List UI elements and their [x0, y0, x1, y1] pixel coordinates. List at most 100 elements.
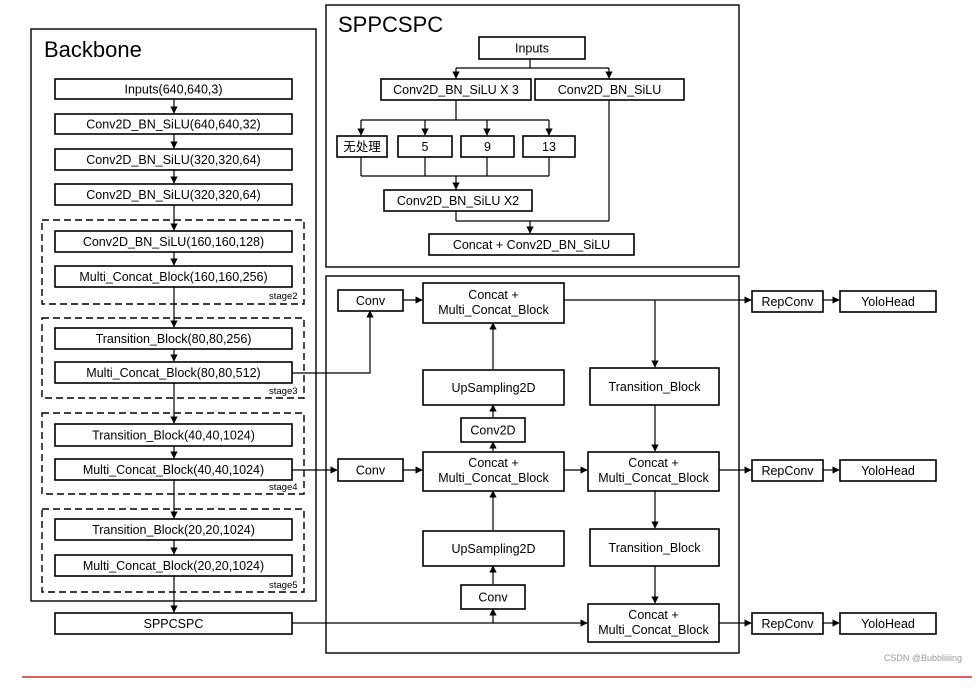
- sppcspc-title: SPPCSPC: [338, 12, 443, 37]
- repconv-1-label: RepConv: [761, 295, 814, 309]
- stage4-mcb-label: Multi_Concat_Block(40,40,1024): [83, 463, 264, 477]
- repconv-1-node: RepConv: [751, 290, 824, 313]
- stage5-tb-label: Transition_Block(20,20,1024): [92, 523, 255, 537]
- neck-concat-4-line1: Concat +: [628, 456, 678, 470]
- neck-conv-1-label: Conv: [356, 294, 386, 308]
- spp-inputs-label: Inputs: [515, 42, 549, 56]
- spp-pool5-label: 5: [422, 140, 429, 154]
- stage2-mcb-label: Multi_Concat_Block(160,160,256): [79, 270, 267, 284]
- stage3-tb-label: Transition_Block(80,80,256): [96, 332, 252, 346]
- stage2-conv-node: Conv2D_BN_SiLU(160,160,128): [54, 230, 293, 253]
- yolohead-3-node: YoloHead: [839, 612, 937, 635]
- stage5-mcb-node: Multi_Concat_Block(20,20,1024): [54, 554, 293, 577]
- spp-pool9-node: 9: [460, 135, 515, 158]
- neck-concat-3-line1: Concat +: [628, 608, 678, 622]
- neck-conv-3-node: Conv: [460, 584, 526, 610]
- spp-conv-label: Conv2D_BN_SiLU: [558, 83, 662, 97]
- backbone-conv2-label: Conv2D_BN_SiLU(320,320,64): [86, 153, 260, 167]
- repconv-3-node: RepConv: [751, 612, 824, 635]
- stage3-mcb-label: Multi_Concat_Block(80,80,512): [86, 366, 260, 380]
- neck-concat-4-line2: Multi_Concat_Block: [598, 471, 709, 485]
- neck-transition-1-node: Transition_Block: [589, 367, 720, 406]
- neck-concat-2-node: Concat + Multi_Concat_Block: [422, 451, 565, 492]
- spp-pool5-node: 5: [397, 135, 453, 158]
- backbone-conv2-node: Conv2D_BN_SiLU(320,320,64): [54, 148, 293, 171]
- neck-conv2d-label: Conv2D: [470, 424, 515, 438]
- spp-conv-x2-node: Conv2D_BN_SiLU X2: [383, 189, 533, 212]
- neck-transition-2-node: Transition_Block: [589, 528, 720, 567]
- stage4-label: stage4: [269, 482, 298, 493]
- yolohead-1-node: YoloHead: [839, 290, 937, 313]
- neck-conv-2-node: Conv: [337, 458, 404, 482]
- backbone-conv1-node: Conv2D_BN_SiLU(640,640,32): [54, 113, 293, 135]
- neck-upsampling-2-node: UpSampling2D: [422, 530, 565, 567]
- stage3-mcb-node: Multi_Concat_Block(80,80,512): [54, 361, 293, 384]
- stage2-mcb-node: Multi_Concat_Block(160,160,256): [54, 265, 293, 288]
- yolohead-3-label: YoloHead: [861, 617, 915, 631]
- yolohead-2-node: YoloHead: [839, 459, 937, 482]
- stage2-frame: [41, 219, 305, 305]
- neck-concat-2-line1: Concat +: [468, 456, 518, 470]
- neck-concat-1-line1: Concat +: [468, 288, 518, 302]
- bottom-rule: [22, 676, 972, 678]
- stage2-conv-label: Conv2D_BN_SiLU(160,160,128): [83, 235, 264, 249]
- neck-conv-3-label: Conv: [478, 591, 508, 605]
- backbone-conv1-label: Conv2D_BN_SiLU(640,640,32): [86, 118, 260, 132]
- repconv-2-label: RepConv: [761, 464, 814, 478]
- neck-concat-4-node: Concat + Multi_Concat_Block: [587, 451, 720, 492]
- stage3-tb-node: Transition_Block(80,80,256): [54, 327, 293, 350]
- neck-concat-2-line2: Multi_Concat_Block: [438, 471, 549, 485]
- neck-frame: [325, 275, 740, 654]
- neck-concat-1-node: Concat + Multi_Concat_Block: [422, 282, 565, 324]
- spp-none-node: 无处理: [336, 135, 388, 158]
- backbone-sppcspc-node: SPPCSPC: [54, 612, 293, 635]
- spp-conv-x2-label: Conv2D_BN_SiLU X2: [397, 194, 519, 208]
- spp-concat-node: Concat + Conv2D_BN_SiLU: [428, 233, 635, 256]
- watermark: CSDN @Bubbliiiing: [884, 653, 962, 663]
- neck-upsampling-2-label: UpSampling2D: [451, 542, 535, 556]
- sppcspc-frame: [325, 4, 740, 268]
- spp-pool9-label: 9: [484, 140, 491, 154]
- arrow-stage3-to-conv: [292, 310, 374, 374]
- stage5-frame: [41, 508, 305, 593]
- spp-inputs-node: Inputs: [478, 36, 586, 60]
- backbone-inputs-node: Inputs(640,640,3): [54, 78, 293, 100]
- neck-concat-1-line2: Multi_Concat_Block: [438, 303, 549, 317]
- neck-transition-1-label: Transition_Block: [609, 380, 702, 394]
- stage4-tb-label: Transition_Block(40,40,1024): [92, 429, 255, 443]
- backbone-conv3-node: Conv2D_BN_SiLU(320,320,64): [54, 183, 293, 206]
- backbone-inputs-label: Inputs(640,640,3): [125, 83, 223, 97]
- stage4-frame: [41, 412, 305, 495]
- stage5-mcb-label: Multi_Concat_Block(20,20,1024): [83, 559, 264, 573]
- yolohead-1-label: YoloHead: [861, 295, 915, 309]
- neck-concat-3-line2: Multi_Concat_Block: [598, 623, 709, 637]
- neck-upsampling-1-label: UpSampling2D: [451, 381, 535, 395]
- backbone-sppcspc-label: SPPCSPC: [144, 617, 204, 631]
- spp-pool13-node: 13: [522, 135, 576, 158]
- backbone-conv3-label: Conv2D_BN_SiLU(320,320,64): [86, 188, 260, 202]
- stage3-label: stage3: [269, 386, 298, 397]
- backbone-title: Backbone: [44, 37, 142, 62]
- spp-conv-x3-node: Conv2D_BN_SiLU X 3: [380, 78, 532, 101]
- neck-upsampling-1-node: UpSampling2D: [422, 369, 565, 406]
- neck-conv-1-node: Conv: [337, 289, 404, 312]
- stage5-label: stage5: [269, 580, 298, 591]
- arrow-sppcspc-to-conv: [292, 608, 497, 624]
- repconv-3-label: RepConv: [761, 617, 814, 631]
- spp-pool13-label: 13: [542, 140, 556, 154]
- spp-conv-node: Conv2D_BN_SiLU: [534, 78, 685, 101]
- neck-concat-3-node: Concat + Multi_Concat_Block: [587, 603, 720, 643]
- spp-none-label: 无处理: [343, 140, 381, 154]
- stage3-frame: [41, 317, 305, 399]
- yolohead-2-label: YoloHead: [861, 464, 915, 478]
- neck-conv-2-label: Conv: [356, 464, 386, 478]
- stage4-tb-node: Transition_Block(40,40,1024): [54, 423, 293, 447]
- stage2-label: stage2: [269, 291, 298, 302]
- spp-concat-label: Concat + Conv2D_BN_SiLU: [453, 238, 610, 252]
- neck-conv2d-node: Conv2D: [460, 417, 526, 443]
- neck-transition-2-label: Transition_Block: [609, 541, 702, 555]
- repconv-2-node: RepConv: [751, 459, 824, 482]
- spp-conv-x3-label: Conv2D_BN_SiLU X 3: [393, 83, 519, 97]
